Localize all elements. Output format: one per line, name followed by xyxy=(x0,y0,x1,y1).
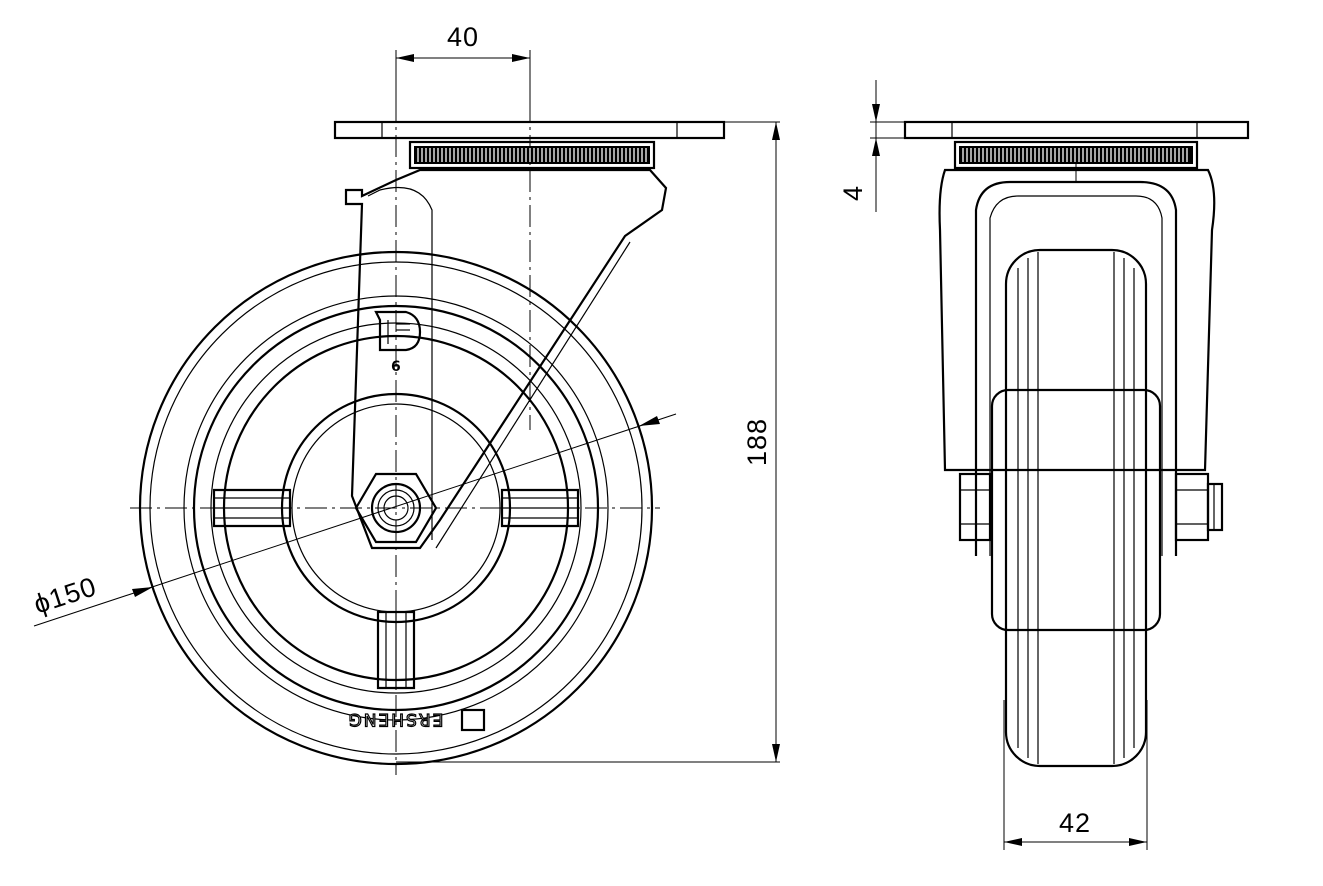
swivel-bearing-side xyxy=(408,140,656,170)
swivel-bearing-front xyxy=(953,140,1199,170)
brand-text: ERSHENG xyxy=(347,709,444,729)
fork-front xyxy=(938,168,1216,556)
dimension-plate-label: 4 xyxy=(838,185,868,201)
wheel-side xyxy=(138,250,654,766)
dimension-diameter-label: ϕ150 xyxy=(30,571,100,619)
front-view: 4 42 xyxy=(838,80,1250,850)
fork-arm-side xyxy=(344,168,668,550)
top-plate-front xyxy=(903,120,1250,140)
tire-front xyxy=(1004,248,1148,768)
dimension-plate-thickness: 4 xyxy=(838,80,905,212)
spoke-bottom xyxy=(376,610,416,690)
side-view: 6 ERSHENG 40 188 xyxy=(30,22,780,775)
logo-number: 6 xyxy=(391,359,401,375)
dimension-offset-label: 40 xyxy=(447,22,479,52)
dimension-height: 188 xyxy=(396,121,780,763)
dimension-width-label: 42 xyxy=(1059,808,1091,838)
dimension-height-label: 188 xyxy=(742,418,772,466)
wheel-brand-text: ERSHENG xyxy=(346,708,486,732)
spoke-right xyxy=(500,488,580,528)
dimension-offset: 40 xyxy=(395,22,531,122)
spoke-left xyxy=(212,488,292,528)
wheel-front xyxy=(990,248,1162,768)
rim xyxy=(192,304,600,712)
axle-front xyxy=(958,472,1224,542)
dimension-wheel-width: 42 xyxy=(1003,700,1148,850)
tire-outer xyxy=(138,250,654,766)
axle-nut-side xyxy=(354,472,438,544)
brand-logo-icon: 6 xyxy=(374,310,422,375)
